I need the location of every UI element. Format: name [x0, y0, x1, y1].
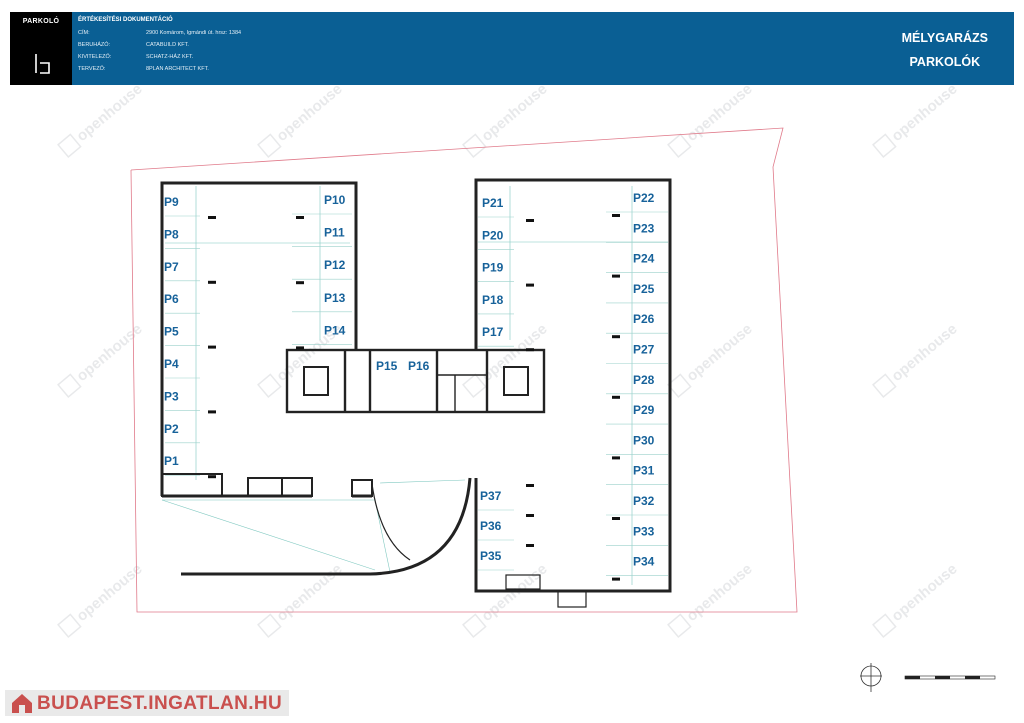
stair-core — [285, 348, 546, 414]
parking-spot-p7: P7 — [164, 260, 179, 274]
garage-walls — [160, 178, 672, 593]
house-icon — [12, 694, 32, 713]
parking-spot-p32: P32 — [633, 494, 655, 508]
watermark-13: openhouse — [667, 560, 756, 639]
parking-spot-p31: P31 — [633, 464, 655, 478]
watermark-4: openhouse — [872, 80, 961, 159]
car-markers — [208, 214, 620, 581]
parking-spot-p34: P34 — [633, 555, 655, 569]
parking-spot-p10: P10 — [324, 193, 346, 207]
parking-spot-p27: P27 — [633, 343, 655, 357]
parking-spot-p4: P4 — [164, 357, 179, 371]
sheet-title: MÉLYGARÁZS PARKOLÓK — [901, 31, 988, 69]
watermark-14: openhouse — [872, 560, 961, 639]
svg-text:openhouse: openhouse — [73, 560, 145, 624]
parking-spot-p16: P16 — [408, 359, 430, 373]
watermark-8: openhouse — [667, 320, 756, 399]
svg-text:openhouse: openhouse — [888, 560, 960, 624]
parking-spot-p6: P6 — [164, 292, 179, 306]
document-title: ÉRTÉKESÍTÉSI DOKUMENTÁCIÓ — [78, 17, 173, 23]
parking-spot-p30: P30 — [633, 433, 655, 447]
utility-rooms — [161, 473, 373, 497]
info-row-contractor: KIVITELEZŐ:SCHATZ-HÁZ KFT. — [78, 54, 194, 60]
parking-spot-p18: P18 — [482, 293, 504, 307]
ramp-rooms — [505, 574, 587, 608]
watermark-1: openhouse — [257, 80, 346, 159]
info-row-address: CÍM:2900 Komárom, Igmándi út. hrsz: 1384 — [78, 30, 242, 36]
parking-spot-p2: P2 — [164, 422, 179, 436]
parking-spot-p28: P28 — [633, 373, 655, 387]
watermark-layer: openhouse openhouse openhouse openhouse open… — [57, 80, 961, 639]
info-row-investor: BERUHÁZÓ:CATABUILD KFT. — [78, 42, 189, 48]
brand-text: BUDAPEST.INGATLAN.HU — [37, 693, 283, 714]
scale-bar — [904, 675, 996, 680]
parking-spot-p8: P8 — [164, 227, 179, 241]
parking-spot-p17: P17 — [482, 325, 504, 339]
parking-spot-p11: P11 — [324, 226, 345, 240]
svg-text:openhouse: openhouse — [73, 320, 145, 384]
svg-text:openhouse: openhouse — [73, 80, 145, 144]
parking-spot-p25: P25 — [633, 282, 655, 296]
parking-spot-p15: P15 — [376, 359, 398, 373]
stall-dividers — [165, 211, 668, 576]
parking-spot-p13: P13 — [324, 291, 346, 305]
project-logo: PARKOLÓ — [10, 12, 72, 85]
logo-mark-icon — [35, 54, 50, 74]
parking-spot-p36: P36 — [480, 519, 502, 533]
parking-spot-p21: P21 — [482, 196, 504, 210]
parking-spot-p33: P33 — [633, 524, 655, 538]
entry-ramp — [181, 477, 472, 576]
parking-spot-p22: P22 — [633, 191, 655, 205]
svg-text:openhouse: openhouse — [683, 560, 755, 624]
parking-spot-p19: P19 — [482, 261, 504, 275]
parking-spot-p24: P24 — [633, 252, 655, 266]
parking-spot-p9: P9 — [164, 195, 179, 209]
svg-text:openhouse: openhouse — [888, 80, 960, 144]
parking-spot-p35: P35 — [480, 549, 502, 563]
svg-text:openhouse: openhouse — [683, 80, 755, 144]
watermark-5: openhouse — [57, 320, 146, 399]
section-tag: PARKOLÓ — [22, 18, 60, 25]
parking-spot-p23: P23 — [633, 221, 655, 235]
parking-spot-p29: P29 — [633, 403, 655, 417]
parking-spot-p12: P12 — [324, 258, 346, 272]
parking-spot-p1: P1 — [164, 454, 179, 468]
plot-boundary — [130, 127, 798, 613]
site-brand-banner: BUDAPEST.INGATLAN.HU — [5, 690, 289, 716]
watermark-11: openhouse — [257, 560, 346, 639]
north-arrow-icon — [860, 663, 882, 692]
aisle-guides — [161, 186, 668, 585]
info-row-designer: TERVEZŐ:8PLAN ARCHITECT KFT. — [78, 66, 209, 72]
watermark-0: openhouse — [57, 80, 146, 159]
parking-spot-p5: P5 — [164, 325, 179, 339]
watermark-9: openhouse — [872, 320, 961, 399]
svg-text:openhouse: openhouse — [273, 560, 345, 624]
parking-spot-p14: P14 — [324, 323, 346, 337]
parking-spot-p37: P37 — [480, 489, 502, 503]
parking-spot-p26: P26 — [633, 312, 655, 326]
watermark-3: openhouse — [667, 80, 756, 159]
svg-text:openhouse: openhouse — [273, 80, 345, 144]
svg-text:openhouse: openhouse — [888, 320, 960, 384]
svg-text:openhouse: openhouse — [478, 80, 550, 144]
parking-spot-p20: P20 — [482, 228, 504, 242]
parking-spot-p3: P3 — [164, 389, 179, 403]
title-block: PARKOLÓ ÉRTÉKESÍTÉSI DOKUMENTÁCIÓ CÍM:29… — [10, 12, 1014, 85]
watermark-10: openhouse — [57, 560, 146, 639]
svg-text:openhouse: openhouse — [683, 320, 755, 384]
